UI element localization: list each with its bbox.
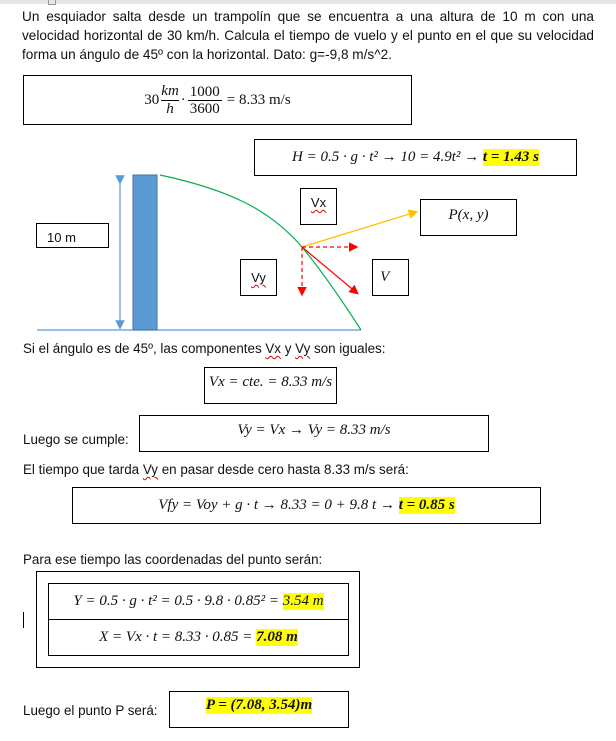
trajectory-curve [159, 174, 362, 331]
x-result: 7.08 m [256, 629, 298, 646]
text-cursor [23, 612, 24, 628]
x-equation-cell[interactable]: X = Vx · t = 8.33 · 0.85 = 7.08 m [48, 619, 349, 656]
dot-operator: · [180, 91, 186, 108]
x-equation: X = Vx · t = 8.33 · 0.85 = [99, 629, 253, 645]
trajectory-diagram [37, 174, 419, 331]
position-arrow [301, 209, 419, 248]
vfy-equation: Vfy = Voy + g · t → 8.33 = 0 + 9.8 t → [158, 497, 395, 513]
vy-label-box[interactable]: Vy [240, 259, 277, 296]
text-part: Vy [142, 462, 158, 477]
conversion-result: = 8.33 m/s [226, 91, 291, 108]
then-holds-text: Luego se cumple: [23, 432, 129, 447]
velocity-label-box[interactable]: V⃗ [372, 259, 409, 296]
height-label-box[interactable]: 10 m [36, 223, 109, 248]
text-part: Vx [265, 341, 281, 356]
coordinates-text: Para ese tiempo las coordenadas del punt… [23, 552, 323, 567]
flight-time-result: t = 1.43 s [482, 149, 539, 166]
problem-statement: Un esquiador salta desde un trampolín qu… [22, 9, 594, 62]
text-part: y [281, 341, 296, 356]
fraction-numerator: km [161, 82, 179, 101]
point-label-box[interactable]: P(x, y) [420, 199, 517, 236]
vx-label-box[interactable]: Vx [300, 188, 337, 225]
vy-equation-box[interactable]: Vy = Vx → Vy = 8.33 m/s [139, 415, 489, 452]
conversion-coef: 30 [144, 91, 160, 108]
page-corner-marker [48, 0, 56, 5]
y-equation-cell[interactable]: Y = 0.5 · g · t² = 0.5 · 9.8 · 0.85² = 3… [48, 583, 349, 620]
vfy-result: t = 0.85 s [398, 497, 455, 514]
page-top-edge [0, 0, 616, 4]
text-part: El tiempo que tarda [23, 462, 143, 477]
text-part: son iguales: [310, 341, 386, 356]
vfy-equation-box[interactable]: Vfy = Voy + g · t → 8.33 = 0 + 9.8 t → t… [72, 487, 541, 524]
ramp-pillar [132, 174, 158, 331]
final-point-text: Luego el punto P será: [23, 703, 158, 718]
vy-label: Vy [251, 270, 266, 285]
text-part: en pasar desde cero hasta 8.33 m/s será: [157, 462, 409, 477]
equal-components-text: Si el ángulo es de 45º, las componentes … [23, 341, 385, 356]
vx-equation-box[interactable]: Vx = cte. = 8.33 m/s [204, 367, 337, 404]
fraction-denominator: 3600 [189, 100, 220, 117]
time-text: El tiempo que tarda Vy en pasar desde ce… [23, 462, 409, 477]
y-equation: Y = 0.5 · g · t² = 0.5 · 9.8 · 0.85² = [73, 593, 280, 609]
final-point-result: P = (7.08, 3.54)m [205, 697, 313, 714]
velocity-arrow [301, 246, 359, 295]
fraction-numerator: 1000 [187, 83, 222, 101]
flight-time-equation-box[interactable]: H = 0.5 · g · t² → 10 = 4.9t² → t = 1.43… [254, 139, 577, 176]
final-point-box[interactable]: P = (7.08, 3.54)m [169, 691, 349, 728]
flight-time-equation: H = 0.5 · g · t² → 10 = 4.9t² → [292, 149, 480, 165]
text-part: Vy [295, 341, 311, 356]
fraction-denominator: h [166, 100, 174, 117]
vx-label: Vx [310, 195, 327, 210]
text-part: Si el ángulo es de 45º, las componentes [23, 341, 266, 356]
y-result: 3.54 m [282, 593, 324, 610]
